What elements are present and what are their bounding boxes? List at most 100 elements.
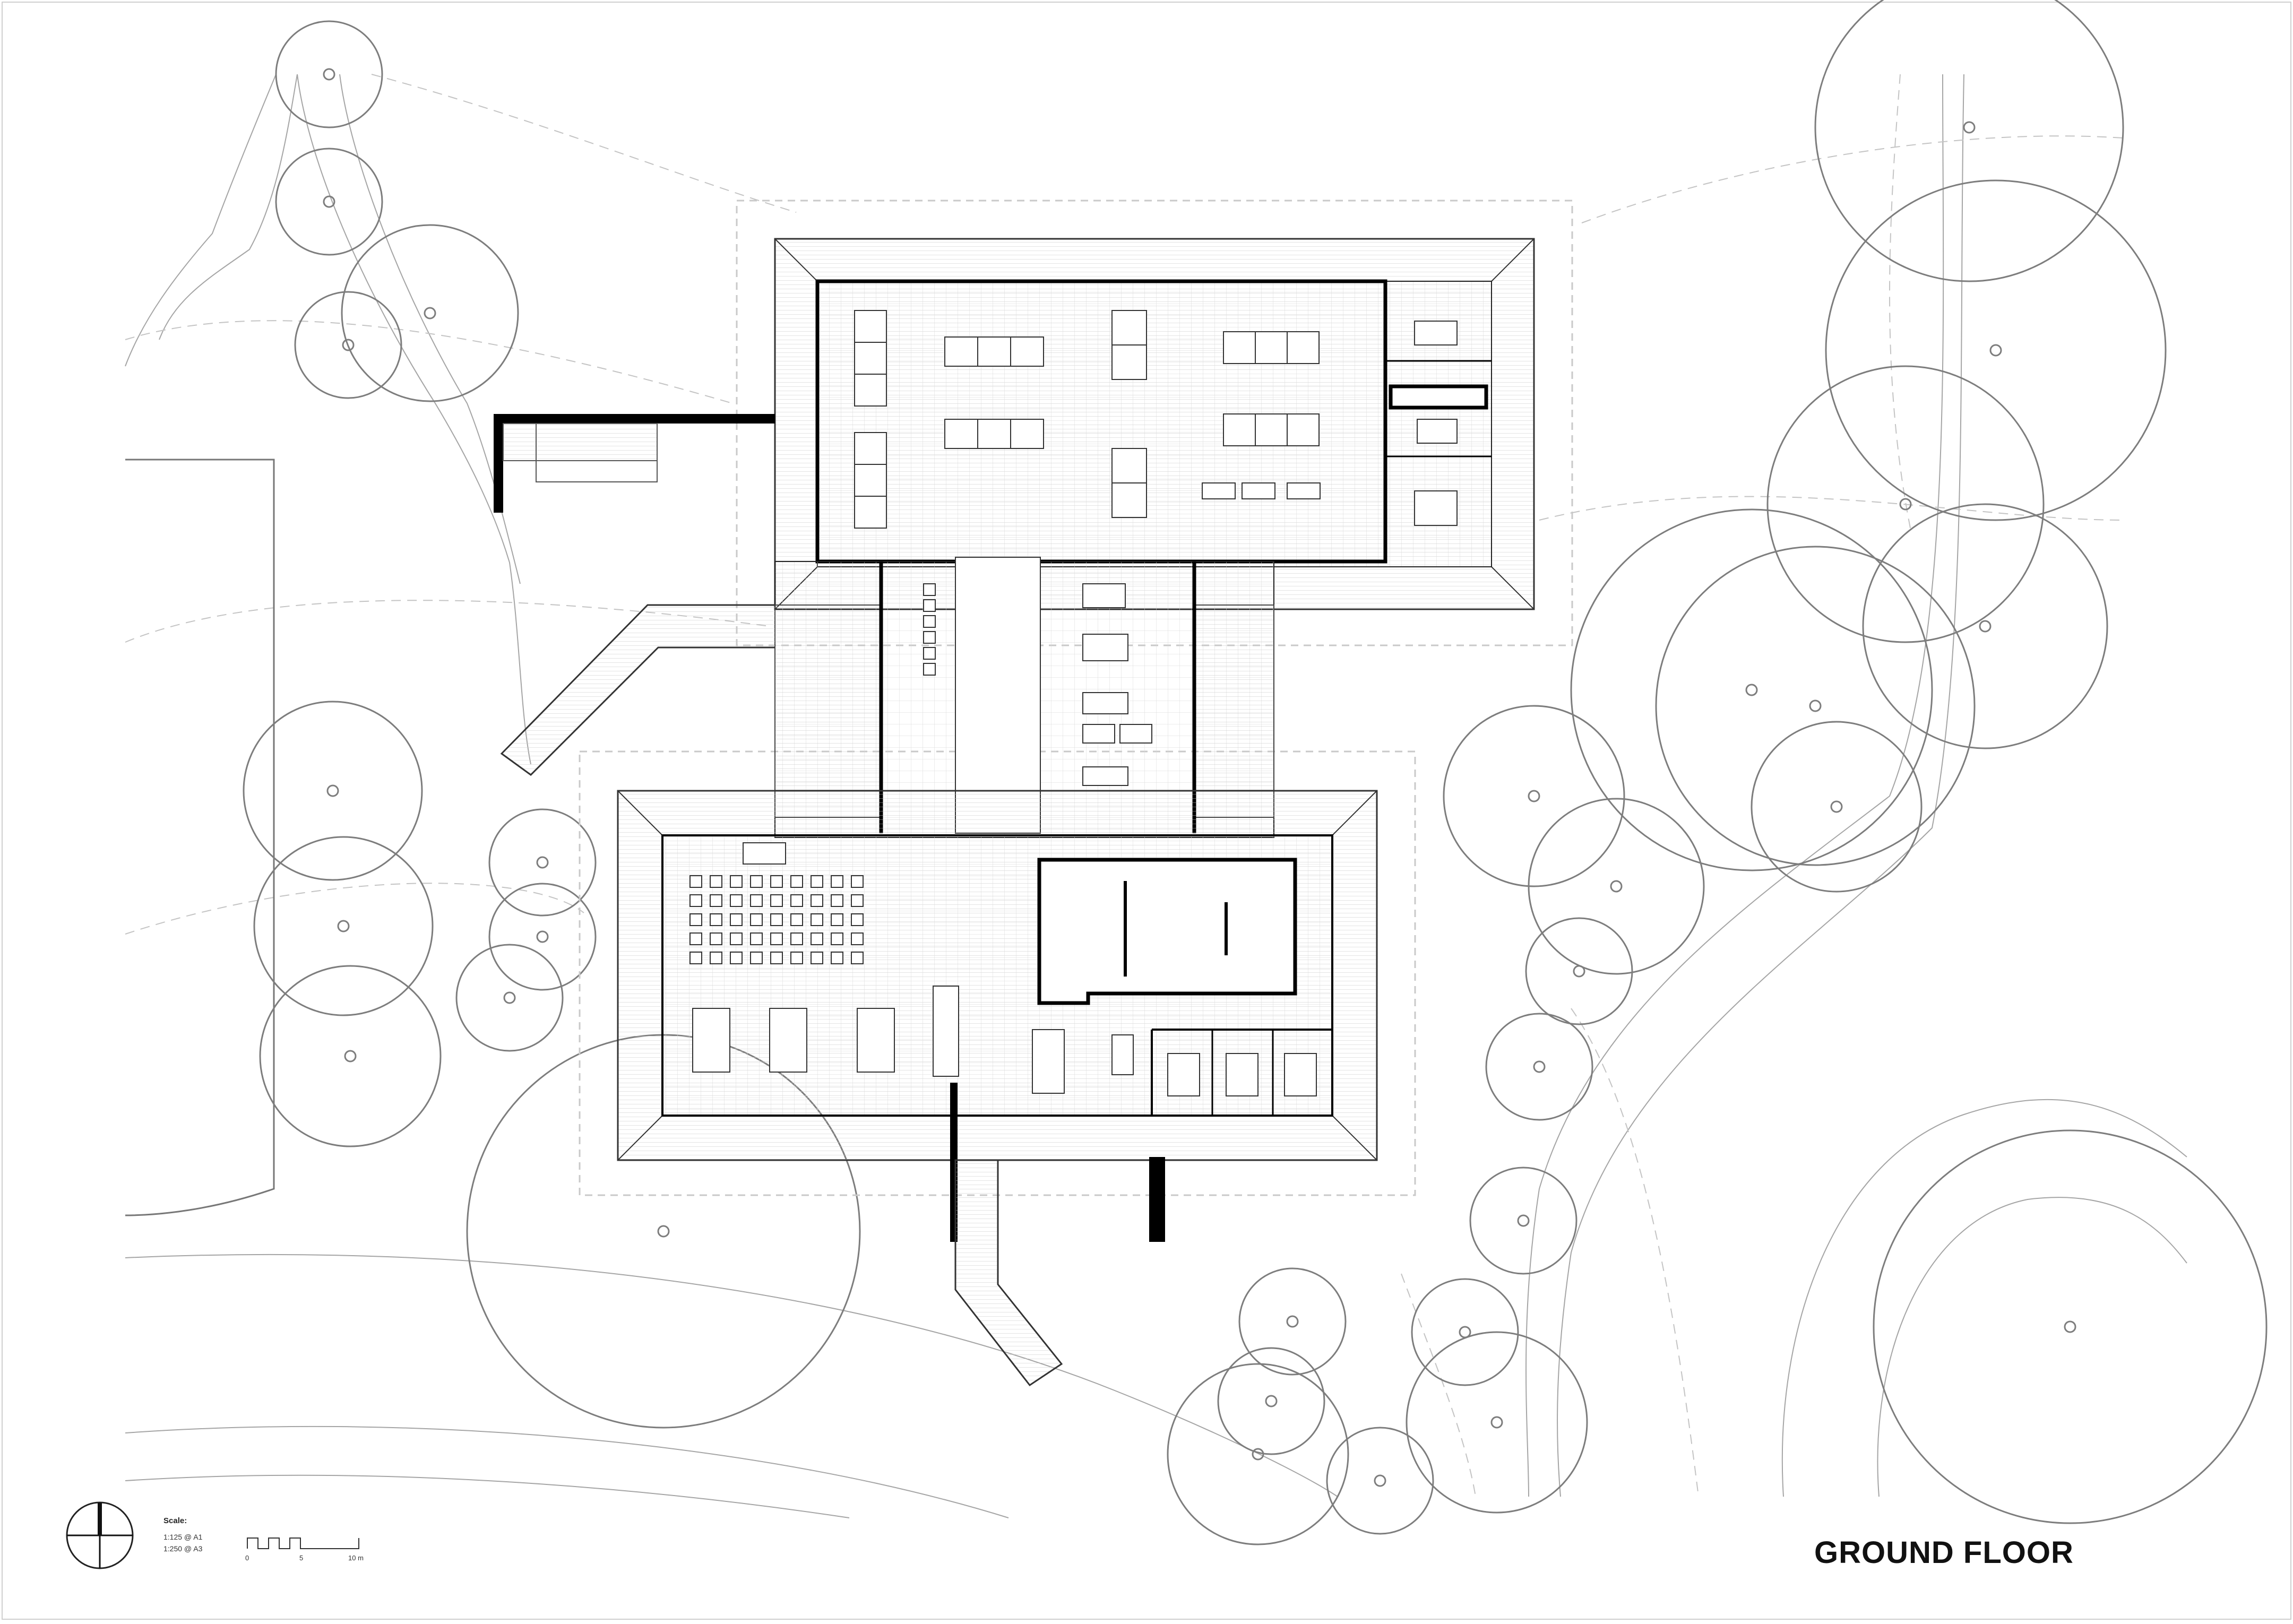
tree-canopy (1406, 1331, 1588, 1514)
tree-canopy (1443, 705, 1625, 887)
tree-canopy (1825, 179, 2167, 521)
desk (854, 342, 887, 375)
desk (1223, 413, 1256, 446)
bench (1242, 482, 1275, 499)
office-desk (1284, 1053, 1317, 1096)
chair (790, 952, 803, 964)
desk (1111, 448, 1147, 483)
tree-trunk (323, 68, 335, 81)
tree-trunk (424, 307, 436, 319)
bench (1082, 724, 1115, 744)
tree-canopy (341, 224, 519, 402)
tree-trunk (1989, 344, 2002, 357)
chair (851, 875, 864, 888)
drawing-title: GROUND FLOOR (1814, 1535, 2074, 1570)
tree-canopy (1167, 1363, 1349, 1545)
chair (689, 894, 702, 907)
chair (923, 631, 936, 644)
chair (923, 583, 936, 596)
office-desk (1167, 1053, 1200, 1096)
chair (730, 932, 743, 945)
tree-canopy (1862, 503, 2108, 749)
chair (750, 932, 763, 945)
tree-canopy (275, 148, 383, 256)
chair (689, 952, 702, 964)
desk (854, 432, 887, 465)
tree-trunk (323, 195, 335, 208)
scale-tick-5: 5 (299, 1554, 304, 1562)
chair (831, 913, 843, 926)
scale-heading: Scale: (163, 1516, 187, 1525)
tree-canopy (1873, 1129, 2268, 1524)
chair (790, 913, 803, 926)
west-ramp (536, 423, 658, 482)
chair (770, 952, 783, 964)
meeting-table (1032, 1029, 1065, 1094)
desk (692, 1008, 730, 1073)
bench (1287, 482, 1321, 499)
scale-line-a3: 1:250 @ A3 (163, 1544, 203, 1553)
desk (857, 1008, 895, 1073)
scale-tick-0: 0 (245, 1554, 249, 1562)
chair (750, 894, 763, 907)
bench (1119, 724, 1152, 744)
desk (1223, 331, 1256, 364)
tree-canopy (488, 808, 597, 917)
tree-canopy (243, 701, 423, 881)
tree-canopy (1485, 1013, 1593, 1121)
site-boundary (125, 459, 275, 1216)
tree-trunk (1573, 965, 1585, 978)
tree-trunk (1963, 121, 1976, 134)
bench (1082, 766, 1128, 786)
chair (770, 875, 783, 888)
tree-trunk (1809, 699, 1822, 712)
chair (811, 913, 823, 926)
scale-line-a1: 1:125 @ A1 (163, 1533, 203, 1541)
tree-canopy (275, 20, 383, 128)
chair (750, 952, 763, 964)
chair (790, 894, 803, 907)
tree-trunk (1490, 1416, 1503, 1429)
counter (743, 842, 786, 865)
chair (811, 875, 823, 888)
chair (811, 894, 823, 907)
chair (790, 932, 803, 945)
tree-canopy (294, 291, 402, 399)
desk (1255, 413, 1288, 446)
tree-trunk (2064, 1320, 2076, 1333)
chair (923, 647, 936, 660)
chair (710, 875, 722, 888)
tree-trunk (1899, 498, 1912, 511)
tree-trunk (1830, 800, 1843, 813)
tree-canopy (1766, 365, 2045, 643)
desk (1287, 413, 1320, 446)
tree-trunk (1979, 620, 1992, 633)
desk (944, 336, 978, 367)
tree-trunk (337, 920, 350, 932)
tree-trunk (326, 784, 339, 797)
tree-canopy (1525, 917, 1633, 1025)
office-desk (1226, 1053, 1258, 1096)
desk (1111, 482, 1147, 518)
bench (1082, 583, 1126, 608)
chair (710, 894, 722, 907)
chair (710, 952, 722, 964)
chair (851, 894, 864, 907)
bench (1202, 482, 1236, 499)
tree-trunk (536, 856, 549, 869)
chair (689, 875, 702, 888)
tree-canopy (1751, 721, 1923, 893)
desk (1111, 344, 1147, 380)
south-ramp (954, 1159, 1063, 1387)
desk (1287, 331, 1320, 364)
tree-canopy (455, 944, 564, 1052)
tree-canopy (1469, 1167, 1577, 1275)
tree-canopy (1326, 1427, 1434, 1535)
tree-canopy (1411, 1278, 1519, 1386)
north-wing (774, 238, 1535, 610)
tree-trunk (342, 339, 355, 351)
west-stair (503, 423, 658, 461)
